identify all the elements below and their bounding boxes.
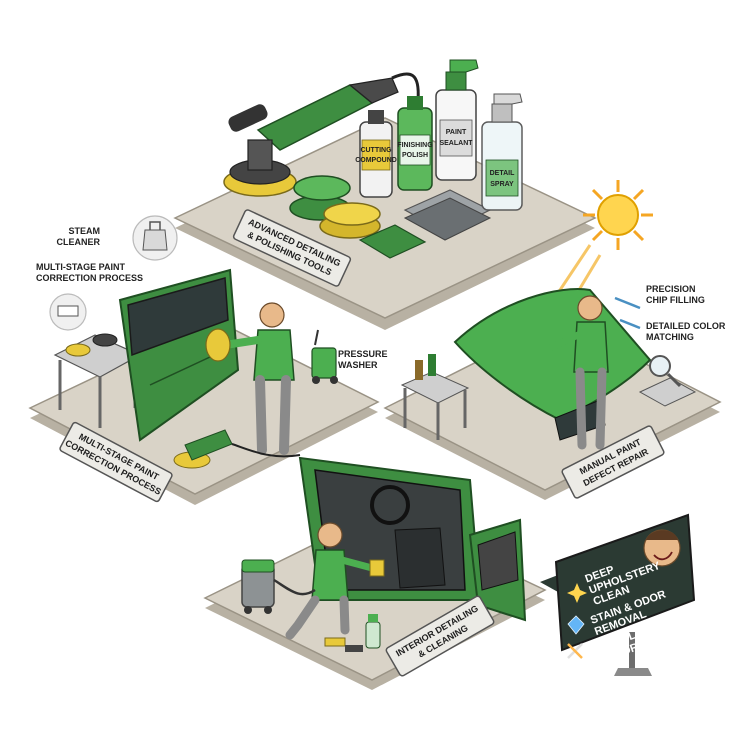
callout-chip-line1: PRECISION	[646, 284, 696, 294]
floor-polisher	[173, 429, 301, 469]
bottle-paint-sealant: PAINT SEALANT	[435, 59, 479, 181]
tools-icon	[567, 643, 583, 659]
info-board: DEEP UPHOLSTERY CLEAN STAIN & ODOR REMOV…	[540, 513, 696, 676]
bottle-label-sealant-line2: SEALANT	[439, 140, 473, 147]
callout-color-line2: MATCHING	[646, 332, 694, 342]
microfiber-towels	[358, 189, 492, 259]
side-table	[53, 333, 142, 428]
sun-icon	[583, 180, 653, 250]
callout-pressure-line2: WASHER	[338, 360, 378, 370]
callout-process-line2: CORRECTION PROCESS	[36, 273, 143, 283]
pressure-washer	[311, 329, 338, 384]
paint-table	[400, 354, 470, 440]
magnifier-icon	[638, 355, 697, 407]
smiling-face-avatar	[643, 529, 681, 567]
worker-interior	[285, 522, 385, 640]
bottle-label-finishing-line1: FINISHING	[397, 142, 433, 149]
car-door	[118, 268, 240, 442]
bottle-label-cutting-line1: CUTTING	[360, 147, 392, 154]
worker-repair	[546, 295, 609, 450]
worker-polishing	[205, 302, 295, 455]
foam-pads	[289, 175, 381, 239]
top-station: CUTTING COMPOUND FINISHING POLISH PAINT …	[223, 59, 523, 287]
process-bubble	[49, 293, 87, 331]
gem-icon	[567, 615, 585, 635]
bottle-finishing-polish: FINISHING POLISH	[397, 96, 433, 191]
bottle-label-sealant-line1: PAINT	[446, 129, 467, 136]
callout-steam-line2: CLEANER	[56, 237, 100, 247]
bottle-label-spray-line1: DETAIL	[490, 170, 515, 177]
rotary-polisher	[223, 72, 420, 197]
callout-pressure-line1: PRESSURE	[338, 349, 388, 359]
bottle-label-finishing-line2: POLISH	[402, 152, 428, 159]
bottle-cutting-compound: CUTTING COMPOUND	[355, 110, 397, 198]
callout-steam-line1: STEAM	[69, 226, 101, 236]
bottle-label-spray-line2: SPRAY	[490, 181, 514, 188]
bottle-label-cutting-line2: COMPOUND	[355, 157, 397, 164]
callout-color-line1: DETAILED COLOR	[646, 321, 726, 331]
steam-cleaner-bubble	[132, 215, 178, 261]
callout-process-line1: MULTI-STAGE PAINT	[36, 262, 125, 272]
callout-chip-line2: CHIP FILLING	[646, 295, 705, 305]
shop-vacuum	[241, 559, 316, 614]
bottom-supplies	[324, 614, 381, 652]
bottle-detail-spray: DETAIL SPRAY	[481, 93, 523, 211]
bottom-station: INTERIOR DETAILING & CLEANING	[241, 456, 527, 677]
sparkle-icon	[567, 583, 587, 603]
